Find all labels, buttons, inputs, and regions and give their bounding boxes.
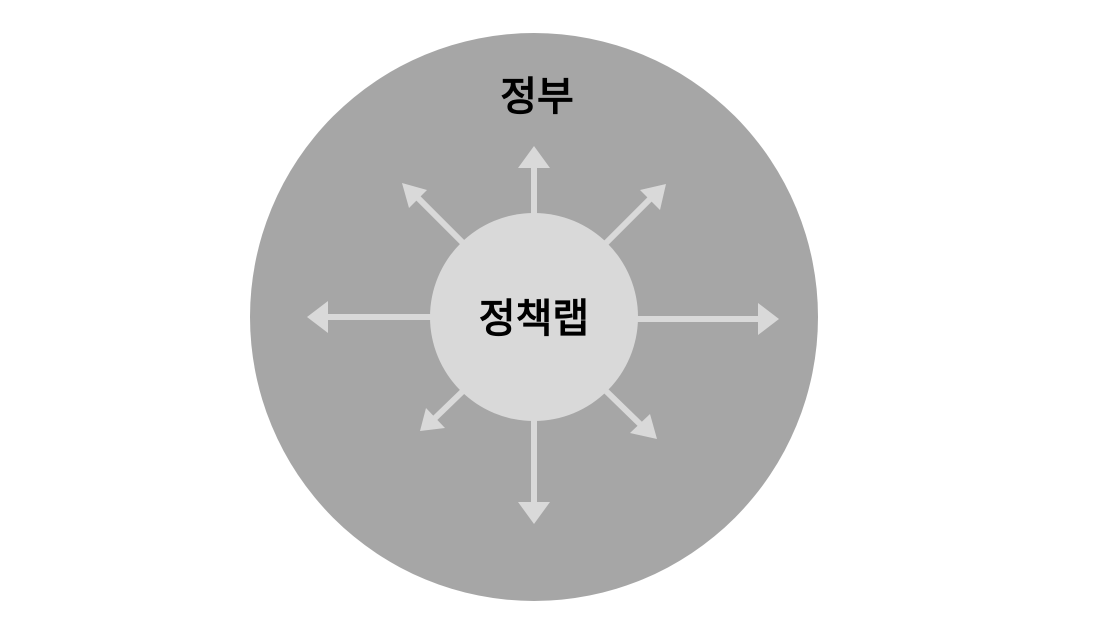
arrow-up-left <box>402 183 466 246</box>
arrow-left <box>307 301 432 333</box>
government-label: 정부 <box>500 74 574 120</box>
arrow-up-right <box>603 184 666 246</box>
arrow-down <box>518 420 550 524</box>
arrow-up <box>518 146 550 215</box>
arrow-down-left <box>420 388 466 431</box>
policy-lab-inner-circle <box>430 213 638 421</box>
arrows-group <box>307 146 779 524</box>
arrow-down-right <box>603 388 657 439</box>
arrow-right <box>636 303 779 335</box>
policy-lab-label: 정책랩 <box>479 296 589 342</box>
